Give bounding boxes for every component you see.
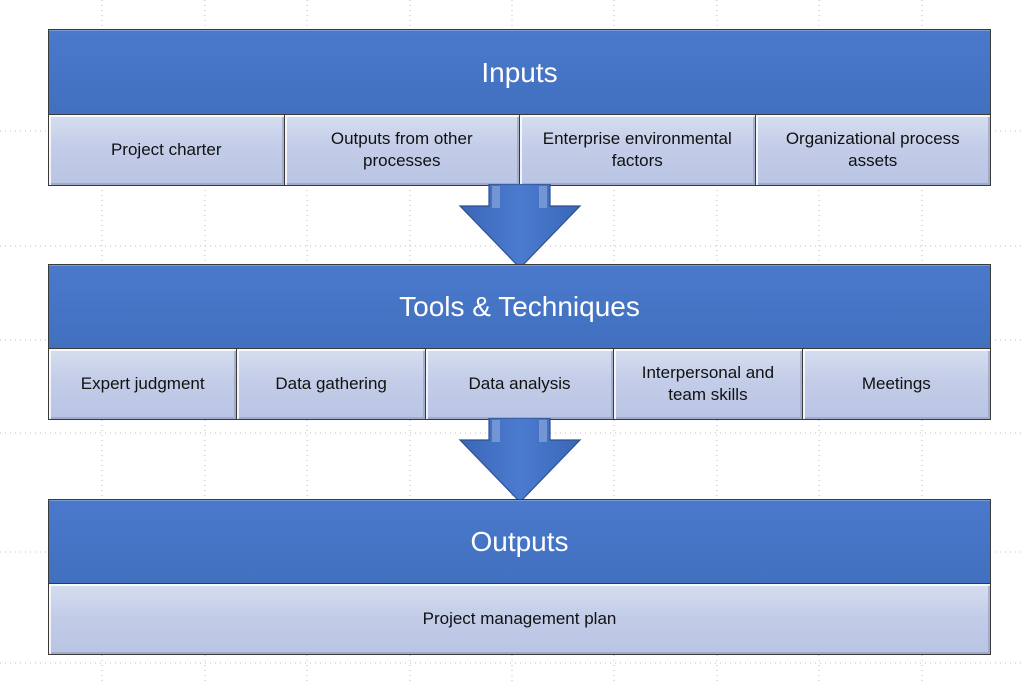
- inputs-block: Inputs Project charter Outputs from othe…: [48, 29, 991, 186]
- inputs-item-outputs-from-other-processes: Outputs from other processes: [284, 115, 520, 185]
- tools-item-expert-judgment: Expert judgment: [49, 349, 238, 419]
- tools-item-interpersonal-and-team-skills: Interpersonal and team skills: [614, 349, 803, 419]
- tools-block: Tools & Techniques Expert judgment Data …: [48, 264, 991, 420]
- tools-item-data-analysis: Data analysis: [425, 349, 615, 419]
- tools-item-meetings: Meetings: [802, 349, 991, 419]
- outputs-title: Outputs: [49, 500, 990, 584]
- tools-item-data-gathering: Data gathering: [237, 349, 426, 419]
- inputs-title: Inputs: [49, 30, 990, 115]
- outputs-row: Project management plan: [49, 583, 990, 654]
- inputs-item-enterprise-environmental-factors: Enterprise environmental factors: [520, 115, 756, 185]
- outputs-block: Outputs Project management plan: [48, 499, 991, 655]
- inputs-item-organizational-process-assets: Organizational process assets: [755, 115, 990, 185]
- inputs-row: Project charter Outputs from other proce…: [49, 114, 990, 185]
- inputs-item-project-charter: Project charter: [49, 115, 285, 185]
- tools-row: Expert judgment Data gathering Data anal…: [49, 348, 991, 419]
- outputs-item-project-management-plan: Project management plan: [49, 584, 990, 654]
- down-arrow-icon: [458, 184, 582, 269]
- down-arrow-icon: [458, 418, 582, 503]
- tools-title: Tools & Techniques: [49, 265, 990, 349]
